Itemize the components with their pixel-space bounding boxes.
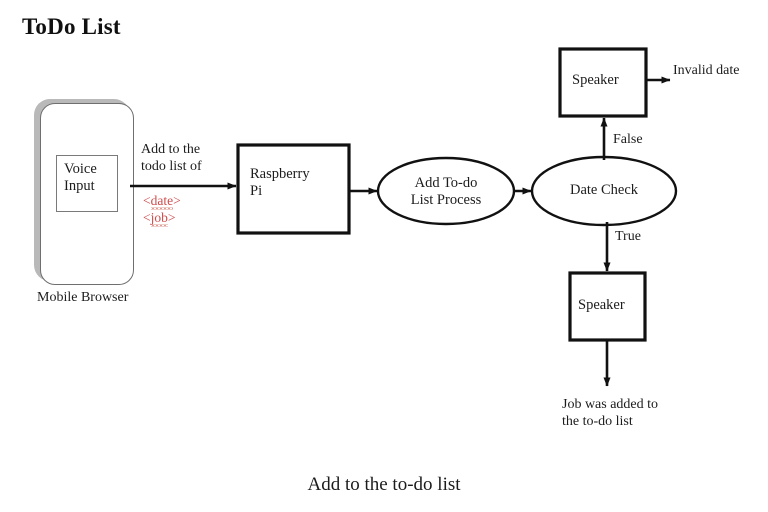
speaker-top-box: [558, 47, 648, 118]
annotation-job-close: >: [167, 210, 176, 225]
mobile-browser-label: Mobile Browser: [37, 290, 129, 305]
edge-label-true: True: [615, 229, 641, 244]
speaker-bottom-label: Speaker: [578, 297, 625, 313]
edge-label-add-to-todo-list-of: Add to the todo list of: [141, 142, 202, 174]
speaker-top-label: Speaker: [572, 72, 619, 88]
voice-input-label: Voice Input: [64, 161, 97, 194]
mobile-browser-device: [40, 103, 134, 285]
speaker-bottom-box: [568, 271, 647, 342]
output-job-added: Job was added to the to-do list: [562, 397, 659, 429]
annotation-job: <job>: [143, 209, 176, 226]
voice-input-box: [56, 155, 118, 212]
annotation-date-word: date: [150, 193, 174, 208]
edge-label-false: False: [613, 132, 643, 147]
annotation-date-close: >: [173, 193, 181, 208]
date-check-label: Date Check: [569, 182, 639, 198]
annotation-job-open: <: [143, 210, 151, 225]
figure-caption: Add to the to-do list: [307, 474, 461, 495]
add-todo-process-label: Add To-do List Process: [410, 175, 482, 208]
annotation-job-word: job: [150, 210, 168, 225]
output-invalid-date: Invalid date: [673, 63, 740, 78]
annotation-date-open: <: [143, 193, 151, 208]
raspberry-pi-label: Raspberry Pi: [250, 166, 310, 199]
annotation-date: <date>: [143, 192, 181, 209]
page-title: ToDo List: [22, 14, 121, 39]
raspberry-pi-box: [236, 143, 351, 235]
